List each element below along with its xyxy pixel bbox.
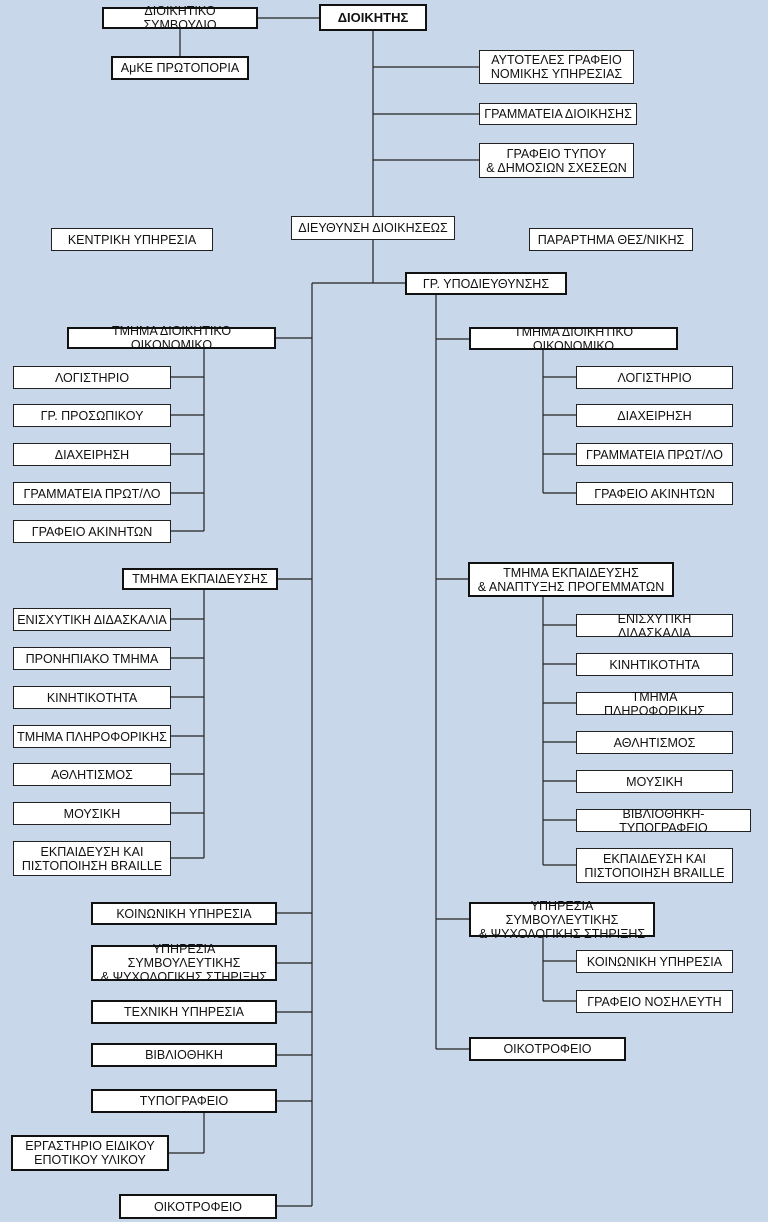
right-edu-item: ΚΙΝΗΤΙΚΟΤΗΤΑ [576,653,733,676]
amke-box: ΑμΚΕ ΠΡΩΤΟΠΟΡΙΑ [111,56,249,80]
left-edu-item: ΚΙΝΗΤΙΚΟΤΗΤΑ [13,686,171,709]
left-counseling-service-box: ΥΠΗΡΕΣΙΑ ΣΥΜΒΟΥΛΕΥΤΙΚΗΣ & ΨΥΧΟΛΟΓΙΚΗΣ ΣΤ… [91,942,277,984]
right-admin-item: ΛΟΓΙΣΤΗΡΙΟ [576,366,733,389]
press-office-box: ΓΡΑΦΕΙΟ ΤΥΠΟΥ & ΔΗΜΟΣΙΩΝ ΣΧΕΣΕΩΝ [479,143,634,178]
right-edu-item: ΜΟΥΣΙΚΗ [576,770,733,793]
left-education-dept-box: ΤΜΗΜΑ ΕΚΠΑΙΔΕΥΣΗΣ [122,568,278,590]
left-admin-item: ΓΡΑΦΕΙΟ ΑΚΙΝΗΤΩΝ [13,520,171,543]
left-admin-item: ΓΡ. ΠΡΟΣΩΠΙΚΟΥ [13,404,171,427]
left-workshop-box: ΕΡΓΑΣΤΗΡΙΟ ΕΙΔΙΚΟΥ ΕΠΟΤΙΚΟΥ ΥΛΙΚΟΥ [11,1135,169,1171]
left-edu-item: ΕΝΙΣΧΥΤΙΚΗ ΔΙΔΑΣΚΑΛΙΑ [13,608,171,631]
left-admin-item: ΔΙΑΧΕΙΡΗΣΗ [13,443,171,466]
right-admin-item: ΓΡΑΦΕΙΟ ΑΚΙΝΗΤΩΝ [576,482,733,505]
right-edu-item: ΤΜΗΜΑ ΠΛΗΡΟΦΟΡΙΚΗΣ [576,690,733,718]
left-edu-item: ΜΟΥΣΙΚΗ [13,802,171,825]
left-boarding-box: ΟΙΚΟΤΡΟΦΕΙΟ [119,1194,277,1219]
directorate-box: ΔΙΕΥΘΥΝΣΗ ΔΙΟΙΚΗΣΕΩΣ [291,216,455,240]
central-service-box: ΚΕΝΤΡΙΚΗ ΥΠΗΡΕΣΙΑ [51,228,213,251]
vice-director-office-box: ΓΡ. ΥΠΟΔΙΕΥΘΥΝΣΗΣ [405,272,567,295]
left-library-box: ΒΙΒΛΙΟΘΗΚΗ [91,1043,277,1067]
right-counseling-service-box: ΥΠΗΡΕΣΙΑ ΣΥΜΒΟΥΛΕΥΤΙΚΗΣ & ΨΥΧΟΛΟΓΙΚΗΣ ΣΤ… [469,899,655,941]
right-edu-item: ΒΙΒΛΙΟΘΗΚΗ-ΤΥΠΟΓΡΑΦΕΙΟ [576,807,751,835]
left-technical-service-box: ΤΕΧΝΙΚΗ ΥΠΗΡΕΣΙΑ [91,1000,277,1024]
left-edu-item: ΤΜΗΜΑ ΠΛΗΡΟΦΟΡΙΚΗΣ [13,725,171,748]
director-box: ΔΙΟΙΚΗΤΗΣ [319,4,427,31]
left-edu-item: ΠΡΟΝΗΠΙΑΚΟ ΤΜΗΜΑ [13,647,171,670]
right-admin-dept-box: ΤΜΗΜΑ ΔΙΟΙΚΗΤΙΚΟ ΟΙΚΟΝΟΜΙΚΟ [469,325,678,353]
right-edu-item: ΑΘΛΗΤΙΣΜΟΣ [576,731,733,754]
legal-office-box: ΑΥΤΟΤΕΛΕΣ ΓΡΑΦΕΙΟ ΝΟΜΙΚΗΣ ΥΠΗΡΕΣΙΑΣ [479,50,634,84]
left-edu-item: ΕΚΠΑΙΔΕΥΣΗ ΚΑΙ ΠΙΣΤΟΠΟΙΗΣΗ BRAILLE [13,841,171,876]
branch-box: ΠΑΡΑΡΤΗΜΑ ΘΕΣ/ΝΙΚΗΣ [529,228,693,251]
right-counseling-item: ΓΡΑΦΕΙΟ ΝΟΣΗΛΕΥΤΗ [576,990,733,1013]
board-box: ΔΙΟΙΚΗΤΙΚΟ ΣΥΜΒΟΥΛΙΟ [102,4,258,32]
left-admin-item: ΓΡΑΜΜΑΤΕΙΑ ΠΡΩΤ/ΛΟ [13,482,171,505]
left-printing-box: ΤΥΠΟΓΡΑΦΕΙΟ [91,1089,277,1113]
admin-secretariat-box: ΓΡΑΜΜΑΤΕΙΑ ΔΙΟΙΚΗΣΗΣ [479,103,637,125]
right-edu-item: ΕΝΙΣΧΥΤΙΚΗ ΔΙΔΑΣΚΑΛΙΑ [576,612,733,640]
right-boarding-box: ΟΙΚΟΤΡΟΦΕΙΟ [469,1037,626,1061]
right-edu-item: ΕΚΠΑΙΔΕΥΣΗ ΚΑΙ ΠΙΣΤΟΠΟΙΗΣΗ BRAILLE [576,848,733,883]
left-admin-dept-box: ΤΜΗΜΑ ΔΙΟΙΚΗΤΙΚΟ ΟΙΚΟΝΟΜΙΚΟ [67,324,276,352]
right-counseling-item: ΚΟΙΝΩΝΙΚΗ ΥΠΗΡΕΣΙΑ [576,950,733,973]
left-edu-item: ΑΘΛΗΤΙΣΜΟΣ [13,763,171,786]
left-admin-item: ΛΟΓΙΣΤΗΡΙΟ [13,366,171,389]
right-admin-item: ΓΡΑΜΜΑΤΕΙΑ ΠΡΩΤ/ΛΟ [576,443,733,466]
left-social-service-box: ΚΟΙΝΩΝΙΚΗ ΥΠΗΡΕΣΙΑ [91,902,277,925]
right-education-dept-box: ΤΜΗΜΑ ΕΚΠΑΙΔΕΥΣΗΣ & ΑΝΑΠΤΥΞΗΣ ΠΡΟΓΕΜΜΑΤΩ… [468,562,674,597]
right-admin-item: ΔΙΑΧΕΙΡΗΣΗ [576,404,733,427]
